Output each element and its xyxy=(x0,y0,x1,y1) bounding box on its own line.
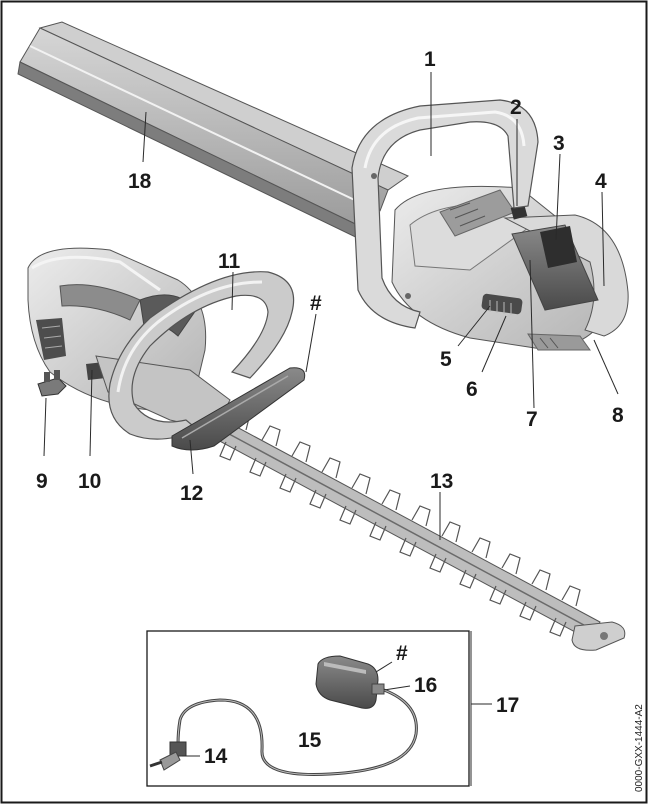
callout-18: 18 xyxy=(128,170,152,193)
callout-9: 9 xyxy=(36,470,48,493)
callout-5: 5 xyxy=(440,348,452,371)
callout-8: 8 xyxy=(612,404,624,427)
hedge-trimmer-top-view xyxy=(17,21,629,351)
hand-guard xyxy=(171,367,306,451)
callout-labels: 1 2 3 4 5 6 7 8 9 10 11 12 13 14 15 16 1… xyxy=(36,48,645,792)
callout-2: 2 xyxy=(510,96,522,119)
callout-10: 10 xyxy=(78,470,101,493)
leader-lines xyxy=(43,72,619,786)
callout-6: 6 xyxy=(466,378,478,401)
safety-key xyxy=(37,370,67,397)
charging-plug xyxy=(149,741,187,771)
callout-14: 14 xyxy=(204,745,228,768)
rear-handle xyxy=(503,204,629,337)
blade-guard xyxy=(17,21,410,245)
callout-3: 3 xyxy=(553,132,565,155)
callout-11: 11 xyxy=(218,250,241,273)
callout-17: 17 xyxy=(496,694,519,717)
cutting-blade xyxy=(213,409,626,651)
front-handle xyxy=(351,99,539,329)
callout-12: 12 xyxy=(180,482,203,505)
hedge-trimmer-side-view xyxy=(27,247,626,651)
callout-16: 16 xyxy=(414,674,437,697)
callout-1: 1 xyxy=(424,48,436,71)
charger-inset xyxy=(146,630,470,787)
callout-15: 15 xyxy=(298,729,322,752)
charger-unit xyxy=(315,655,385,709)
callout-hash-charger: # xyxy=(396,642,408,665)
document-id: 0000-GXX-1444-A2 xyxy=(634,704,645,792)
bottom-front-handle xyxy=(108,271,295,440)
callout-13: 13 xyxy=(430,470,453,493)
callout-hash-top: # xyxy=(310,292,322,315)
callout-4: 4 xyxy=(595,170,607,193)
callout-7: 7 xyxy=(526,408,538,431)
